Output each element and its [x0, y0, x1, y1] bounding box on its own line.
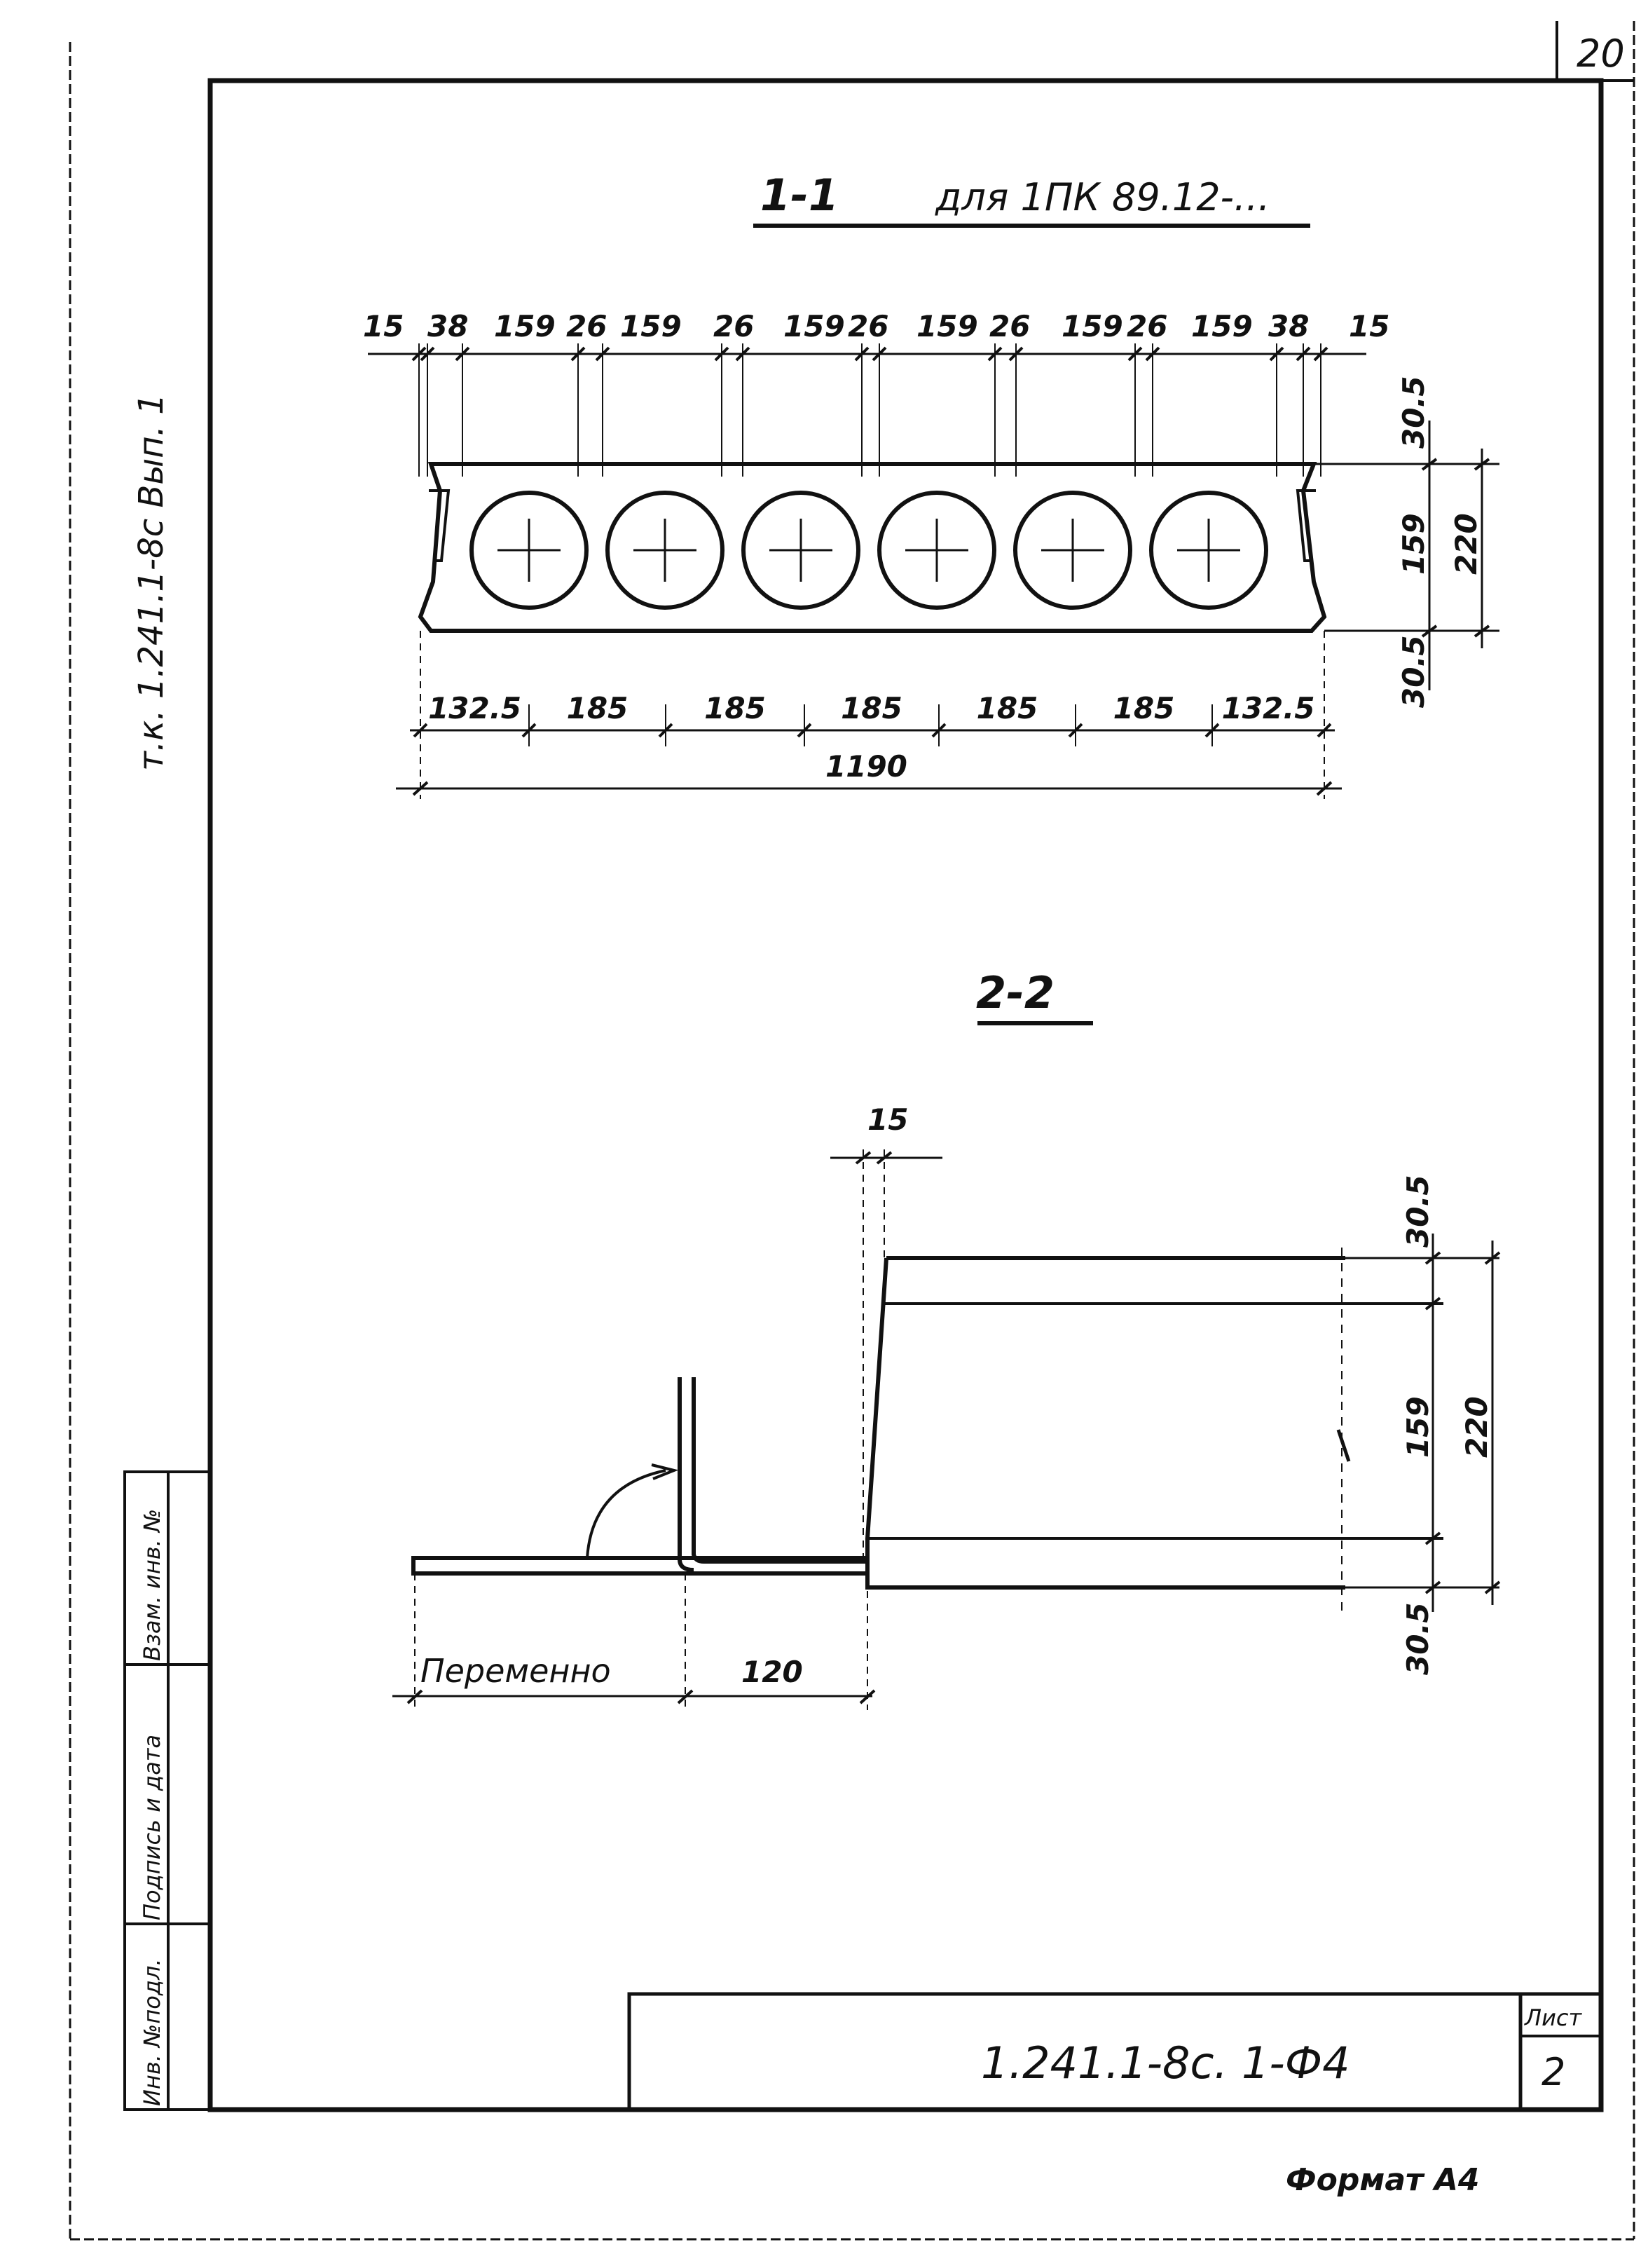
dim-2-120: 120 [741, 1655, 803, 1689]
document-designation: 1.241.1-8с. 1-Ф4 [981, 2037, 1350, 2089]
dim-top-10: 159 [1062, 309, 1123, 343]
dim-bottom-6: 132.5 [1222, 691, 1315, 725]
tick-overall-left [412, 781, 429, 796]
dim-top-2: 159 [494, 309, 556, 343]
dim-bottom-4: 185 [977, 691, 1038, 725]
dim-bottom-3: 185 [841, 691, 902, 725]
tick-mark-top-13 [1269, 346, 1284, 362]
dim-bottom-5: 185 [1113, 691, 1175, 725]
dim-1-right-bottom: 30.5 [1396, 635, 1431, 708]
slab-1-outline [418, 462, 1327, 633]
stamp-cell-inv: Инв. №подл. [139, 1958, 165, 2106]
tick-mark-top-2 [455, 346, 470, 362]
dim-bottom-0: 132.5 [428, 691, 521, 725]
dim-top-8: 159 [916, 309, 978, 343]
tick-overall-right [1316, 781, 1333, 796]
tick-mark-top-4 [595, 346, 610, 362]
tick-mark-top-6 [735, 346, 750, 362]
section-1-title: 1-1 [760, 170, 839, 221]
void-1 [469, 491, 589, 610]
tick-mark-top-11 [1127, 346, 1143, 362]
dim-top-14: 15 [1349, 309, 1389, 343]
void-2 [605, 491, 725, 610]
tick-bottom-7 [1317, 723, 1332, 738]
dim-2-right-bottom: 30.5 [1401, 1602, 1435, 1675]
page-number: 20 [1577, 32, 1625, 76]
tick-mark-top-7 [854, 346, 870, 362]
dim-top-1: 38 [427, 309, 468, 343]
void-3 [741, 491, 860, 610]
section-2-drawing [392, 1149, 1501, 1710]
dim-top-6: 159 [783, 309, 845, 343]
format-label: Формат А4 [1286, 2162, 1480, 2198]
dim-top-7: 26 [848, 309, 888, 343]
tick-mark-top-9 [987, 346, 1003, 362]
title-block [627, 1992, 1603, 2112]
dim-2-variable: Переменно [420, 1652, 611, 1690]
tick-mark-top-10 [1008, 346, 1024, 362]
dim-top-3: 26 [566, 309, 607, 343]
tick-mark-top-0 [411, 346, 427, 362]
void-5 [1013, 491, 1132, 610]
dim-top-4: 159 [620, 309, 682, 343]
sheet-number: 2 [1541, 2050, 1565, 2094]
sheet-label: Лист [1524, 2004, 1582, 2031]
tick-mark-top-3 [570, 346, 586, 362]
dim-1-right-middle: 159 [1396, 513, 1431, 575]
dim-2-right-total: 220 [1460, 1396, 1494, 1458]
slab-1-voids [469, 491, 1268, 610]
dim-top-5: 26 [713, 309, 754, 343]
tick-mark-top-12 [1145, 346, 1160, 362]
dim-top-12: 159 [1191, 309, 1253, 343]
section-1-subtitle: для 1ПК 89.12-... [935, 175, 1270, 219]
side-label: т.к. 1.241.1-8с Вып. 1 [132, 393, 171, 771]
dim-1-right-top: 30.5 [1396, 376, 1431, 449]
dim-2-top: 15 [867, 1102, 908, 1137]
dim-bottom-1: 185 [567, 691, 629, 725]
tick-mark-top-8 [872, 346, 887, 362]
tick-mark-top-15 [1313, 346, 1328, 362]
stamp-column [123, 1470, 212, 2111]
void-6 [1149, 491, 1268, 610]
tick-bottom-0 [413, 723, 428, 738]
section-2-title: 2-2 [976, 967, 1055, 1018]
section-1-bottom-dims: 132.5 185 185 185 185 185 132.5 [396, 631, 1342, 799]
dim-1190: 1190 [825, 749, 907, 784]
dim-top-13: 38 [1268, 309, 1309, 343]
stamp-cell-sign: Подпись и дата [139, 1735, 165, 1920]
dim-1-right-total: 220 [1449, 513, 1483, 575]
dim-2-right-middle: 159 [1401, 1396, 1435, 1458]
dim-top-0: 15 [363, 309, 404, 343]
dim-bottom-2: 185 [704, 691, 766, 725]
dim-top-11: 26 [1127, 309, 1167, 343]
dim-2-right-top: 30.5 [1401, 1175, 1435, 1248]
stamp-cell-replace: Взам. инв. № [139, 1509, 165, 1661]
void-4 [877, 491, 996, 610]
tick-mark-top-5 [714, 346, 729, 362]
section-1-right-dims [1303, 421, 1499, 690]
tick-mark-top-1 [420, 346, 435, 362]
dim-top-9: 26 [989, 309, 1030, 343]
tick-mark-top-14 [1296, 346, 1311, 362]
